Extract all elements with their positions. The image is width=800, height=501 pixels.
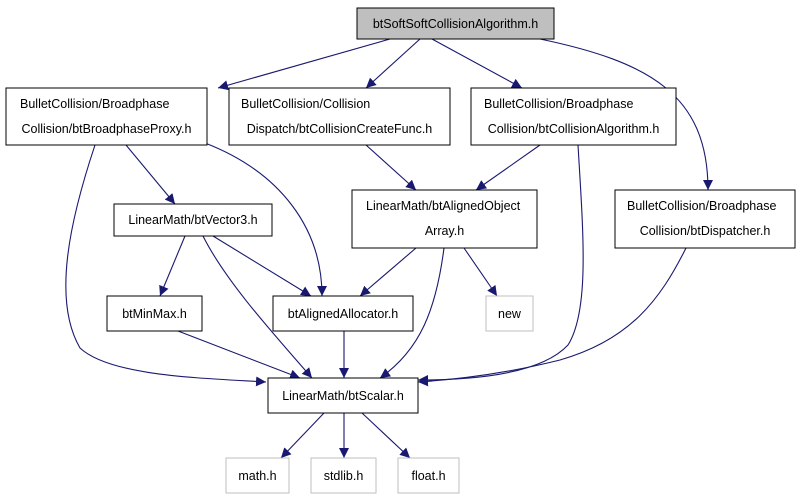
node-new: new <box>485 295 534 332</box>
edge-collision-create-func-to-aligned-object-array <box>365 144 417 191</box>
node-float: float.h <box>397 457 460 494</box>
node-btAlignedAllocator[interactable]: btAlignedAllocator.h <box>272 295 414 332</box>
node-math: math.h <box>225 457 290 494</box>
nodes: btSoftSoftCollisionAlgorithm.h BulletCol… <box>5 7 796 494</box>
node-label-line1: BulletCollision/Collision <box>241 97 370 111</box>
node-label-line1: BulletCollision/Broadphase <box>627 199 776 213</box>
node-label-line2: Collision/btBroadphaseProxy.h <box>21 122 191 136</box>
node-label: btSoftSoftCollisionAlgorithm.h <box>373 17 538 31</box>
node-btScalar[interactable]: LinearMath/btScalar.h <box>267 377 419 414</box>
node-label-line2: Array.h <box>425 224 464 238</box>
node-root-btSoftSoftCollisionAlgorithm[interactable]: btSoftSoftCollisionAlgorithm.h <box>356 7 555 40</box>
node-btBroadphaseProxy[interactable]: BulletCollision/Broadphase Collision/btB… <box>5 87 208 146</box>
node-label-line2: Collision/btCollisionAlgorithm.h <box>488 122 660 136</box>
node-label-line1: BulletCollision/Broadphase <box>20 97 169 111</box>
edge-vector3-to-minmax <box>159 235 186 297</box>
node-label: LinearMath/btScalar.h <box>282 389 404 403</box>
edge-aligned-object-array-to-aligned-allocator <box>359 247 417 297</box>
edge-broadphase-proxy-to-scalar <box>65 144 267 387</box>
node-label-line2: Dispatch/btCollisionCreateFunc.h <box>247 122 433 136</box>
node-label: math.h <box>238 469 276 483</box>
node-label-line1: LinearMath/btAlignedObject <box>366 199 521 213</box>
edge-root-to-collision-create-func <box>365 38 421 89</box>
edge-root-to-broadphase-proxy <box>217 38 391 91</box>
node-label: LinearMath/btVector3.h <box>128 213 257 227</box>
edge-aligned-object-array-to-scalar <box>379 247 445 379</box>
node-label-line2: Collision/btDispatcher.h <box>640 224 771 238</box>
edge-vector3-to-scalar <box>202 235 313 379</box>
node-label: btAlignedAllocator.h <box>288 307 399 321</box>
edge-broadphase-proxy-to-vector3 <box>125 144 176 205</box>
edge-broadphase-proxy-to-aligned-allocator <box>204 142 327 297</box>
node-btDispatcher[interactable]: BulletCollision/Broadphase Collision/btD… <box>614 189 796 249</box>
node-stdlib: stdlib.h <box>310 457 377 494</box>
edge-root-to-collision-algorithm <box>431 38 523 89</box>
edge-scalar-to-math <box>280 412 325 459</box>
edge-dispatcher-to-scalar <box>417 247 687 387</box>
node-label-line1: BulletCollision/Broadphase <box>484 97 633 111</box>
edge-scalar-to-float <box>361 412 411 459</box>
node-label: stdlib.h <box>324 469 364 483</box>
edge-collision-algorithm-to-aligned-object-array <box>475 144 541 191</box>
edge-collision-algorithm-to-scalar <box>417 144 584 385</box>
node-btVector3[interactable]: LinearMath/btVector3.h <box>113 203 273 237</box>
node-label: new <box>498 307 522 321</box>
node-label: float.h <box>411 469 445 483</box>
edge-minmax-to-scalar <box>177 330 301 380</box>
node-btCollisionCreateFunc[interactable]: BulletCollision/Collision Dispatch/btCol… <box>228 87 451 146</box>
node-btAlignedObjectArray[interactable]: LinearMath/btAlignedObject Array.h <box>351 189 538 249</box>
edge-vector3-to-aligned-allocator <box>212 235 312 297</box>
node-btCollisionAlgorithm[interactable]: BulletCollision/Broadphase Collision/btC… <box>470 87 677 146</box>
node-label: btMinMax.h <box>122 307 187 321</box>
edge-aligned-object-array-to-new <box>463 247 498 297</box>
edges <box>65 38 713 459</box>
node-btMinMax[interactable]: btMinMax.h <box>106 295 203 332</box>
